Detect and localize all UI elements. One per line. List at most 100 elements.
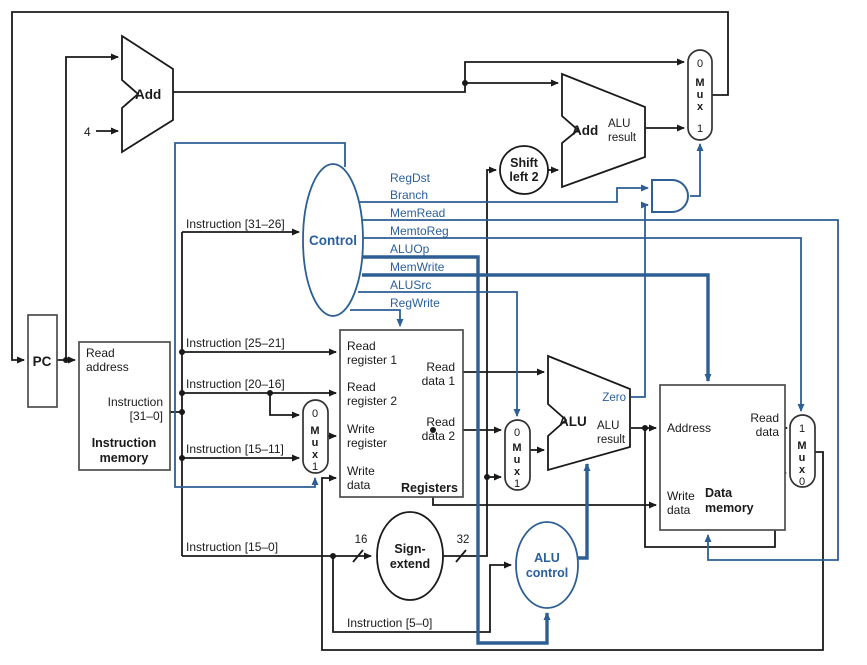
reg-readreg2-2: register 2 bbox=[347, 394, 397, 408]
branch-add-result-1: ALU bbox=[608, 118, 630, 130]
dmem-title-2: memory bbox=[705, 501, 754, 515]
dot bbox=[462, 80, 468, 86]
mux-memtoreg-u: u bbox=[799, 452, 806, 464]
wire-instr-20-16-mux bbox=[269, 393, 300, 419]
dmem-writedata-2: data bbox=[667, 503, 691, 517]
reg-readreg1-1: Read bbox=[347, 339, 376, 353]
dot bbox=[63, 357, 69, 363]
memtoreg-label: MemtoReg bbox=[390, 224, 449, 238]
regwrite-label: RegWrite bbox=[390, 296, 440, 310]
bits32-label: 32 bbox=[457, 534, 470, 546]
aluop-label: ALUOp bbox=[390, 242, 430, 256]
branch-label: Branch bbox=[390, 188, 428, 202]
mux-pcsrc-1: 1 bbox=[697, 123, 703, 135]
wire-regwrite bbox=[350, 309, 404, 327]
mux-memtoreg-1: 1 bbox=[799, 423, 805, 435]
instr-20-16-label: Instruction [20–16] bbox=[186, 377, 285, 391]
mux-memtoreg-m: M bbox=[797, 440, 806, 452]
dot bbox=[267, 390, 273, 396]
imem-instruction-1: Instruction bbox=[108, 395, 163, 409]
wire-pc-plus-4 bbox=[173, 58, 685, 93]
mux-pcsrc-0: 0 bbox=[697, 58, 703, 70]
signext-label-2: extend bbox=[390, 557, 430, 571]
reg-readdata1-2: data 1 bbox=[422, 374, 456, 388]
data-memory-block bbox=[659, 384, 786, 531]
dot bbox=[330, 553, 336, 559]
instruction-memory-block bbox=[78, 341, 171, 471]
branch-add-label: Add bbox=[572, 123, 598, 138]
mux-alusrc bbox=[504, 419, 531, 491]
mux-regdst-m: M bbox=[310, 425, 319, 437]
instr-31-26-label: Instruction [31–26] bbox=[186, 217, 285, 231]
instr-25-21-label: Instruction [25–21] bbox=[186, 336, 285, 350]
dmem-title-1: Data bbox=[705, 486, 733, 500]
pc-adder bbox=[121, 34, 174, 154]
branch-adder bbox=[561, 72, 646, 189]
wire-memtoreg bbox=[363, 237, 805, 412]
wire-alucontrol-out bbox=[577, 463, 591, 560]
instr-5-0-label: Instruction [5–0] bbox=[347, 616, 432, 630]
bits16-label: 16 bbox=[355, 534, 368, 546]
dot bbox=[642, 425, 648, 431]
add-label: Add bbox=[135, 87, 161, 102]
reg-writereg-2: register bbox=[347, 436, 387, 450]
dot bbox=[179, 349, 185, 355]
wire-branch bbox=[358, 184, 649, 203]
and-gate bbox=[651, 179, 689, 213]
mux-pcsrc-u: u bbox=[697, 89, 704, 101]
reg-writereg-1: Write bbox=[347, 422, 375, 436]
memread-label: MemRead bbox=[390, 206, 445, 220]
mux-pcsrc-x: x bbox=[697, 101, 704, 113]
alu-result-1: ALU bbox=[597, 420, 619, 432]
mux-pcsrc bbox=[687, 49, 713, 141]
wire-regdst bbox=[174, 142, 346, 488]
reg-readreg2-1: Read bbox=[347, 380, 376, 394]
alu-result-2: result bbox=[597, 434, 626, 446]
mux-memtoreg bbox=[789, 414, 816, 488]
signext-label-1: Sign- bbox=[394, 542, 425, 556]
wire-aluop bbox=[363, 255, 551, 645]
registers-block bbox=[339, 329, 464, 498]
registers-title: Registers bbox=[401, 481, 458, 495]
reg-readdata2-2: data 2 bbox=[422, 429, 456, 443]
instr-15-0-label: Instruction [15–0] bbox=[186, 540, 278, 554]
wire-and-out bbox=[690, 143, 704, 197]
wire-writeback-wrap bbox=[321, 451, 824, 651]
alusrc-label: ALUSrc bbox=[390, 278, 431, 292]
alucontrol-label-1: ALU bbox=[534, 551, 560, 565]
mux-alusrc-1: 1 bbox=[514, 478, 520, 490]
mux-alusrc-x: x bbox=[514, 466, 521, 478]
imem-title-2: memory bbox=[100, 451, 149, 465]
control-label: Control bbox=[309, 233, 357, 248]
imem-read-address-2: address bbox=[86, 360, 129, 374]
slash-16 bbox=[352, 549, 364, 563]
dot bbox=[430, 427, 436, 433]
reg-writedata-2: data bbox=[347, 478, 371, 492]
dot bbox=[179, 455, 185, 461]
wire-zero bbox=[631, 201, 649, 398]
imem-instruction-2: [31–0] bbox=[130, 409, 163, 423]
mux-regdst-x: x bbox=[312, 449, 319, 461]
imem-title-1: Instruction bbox=[92, 436, 157, 450]
regdst-label: RegDst bbox=[390, 171, 431, 185]
reg-writedata-1: Write bbox=[347, 464, 375, 478]
reg-readdata2-1: Read bbox=[426, 415, 455, 429]
mux-regdst-u: u bbox=[312, 437, 319, 449]
wire-pc-src-wrap bbox=[11, 11, 729, 364]
dot bbox=[179, 390, 185, 396]
wire-instr-5-0 bbox=[332, 556, 512, 633]
mux-alusrc-u: u bbox=[514, 454, 521, 466]
pc-block bbox=[27, 314, 58, 408]
reg-readdata1-1: Read bbox=[426, 360, 455, 374]
mux-regdst bbox=[302, 399, 329, 474]
mux-pcsrc-m: M bbox=[695, 77, 704, 89]
wire-memwrite bbox=[362, 273, 712, 382]
slash-32 bbox=[455, 549, 467, 563]
dmem-address: Address bbox=[667, 421, 711, 435]
mux-regdst-0: 0 bbox=[312, 408, 318, 420]
alu-label: ALU bbox=[559, 414, 587, 429]
branch-add-result-2: result bbox=[608, 132, 637, 144]
text-layer: PC Add 4 Read address Instruction [31–0]… bbox=[33, 58, 807, 630]
